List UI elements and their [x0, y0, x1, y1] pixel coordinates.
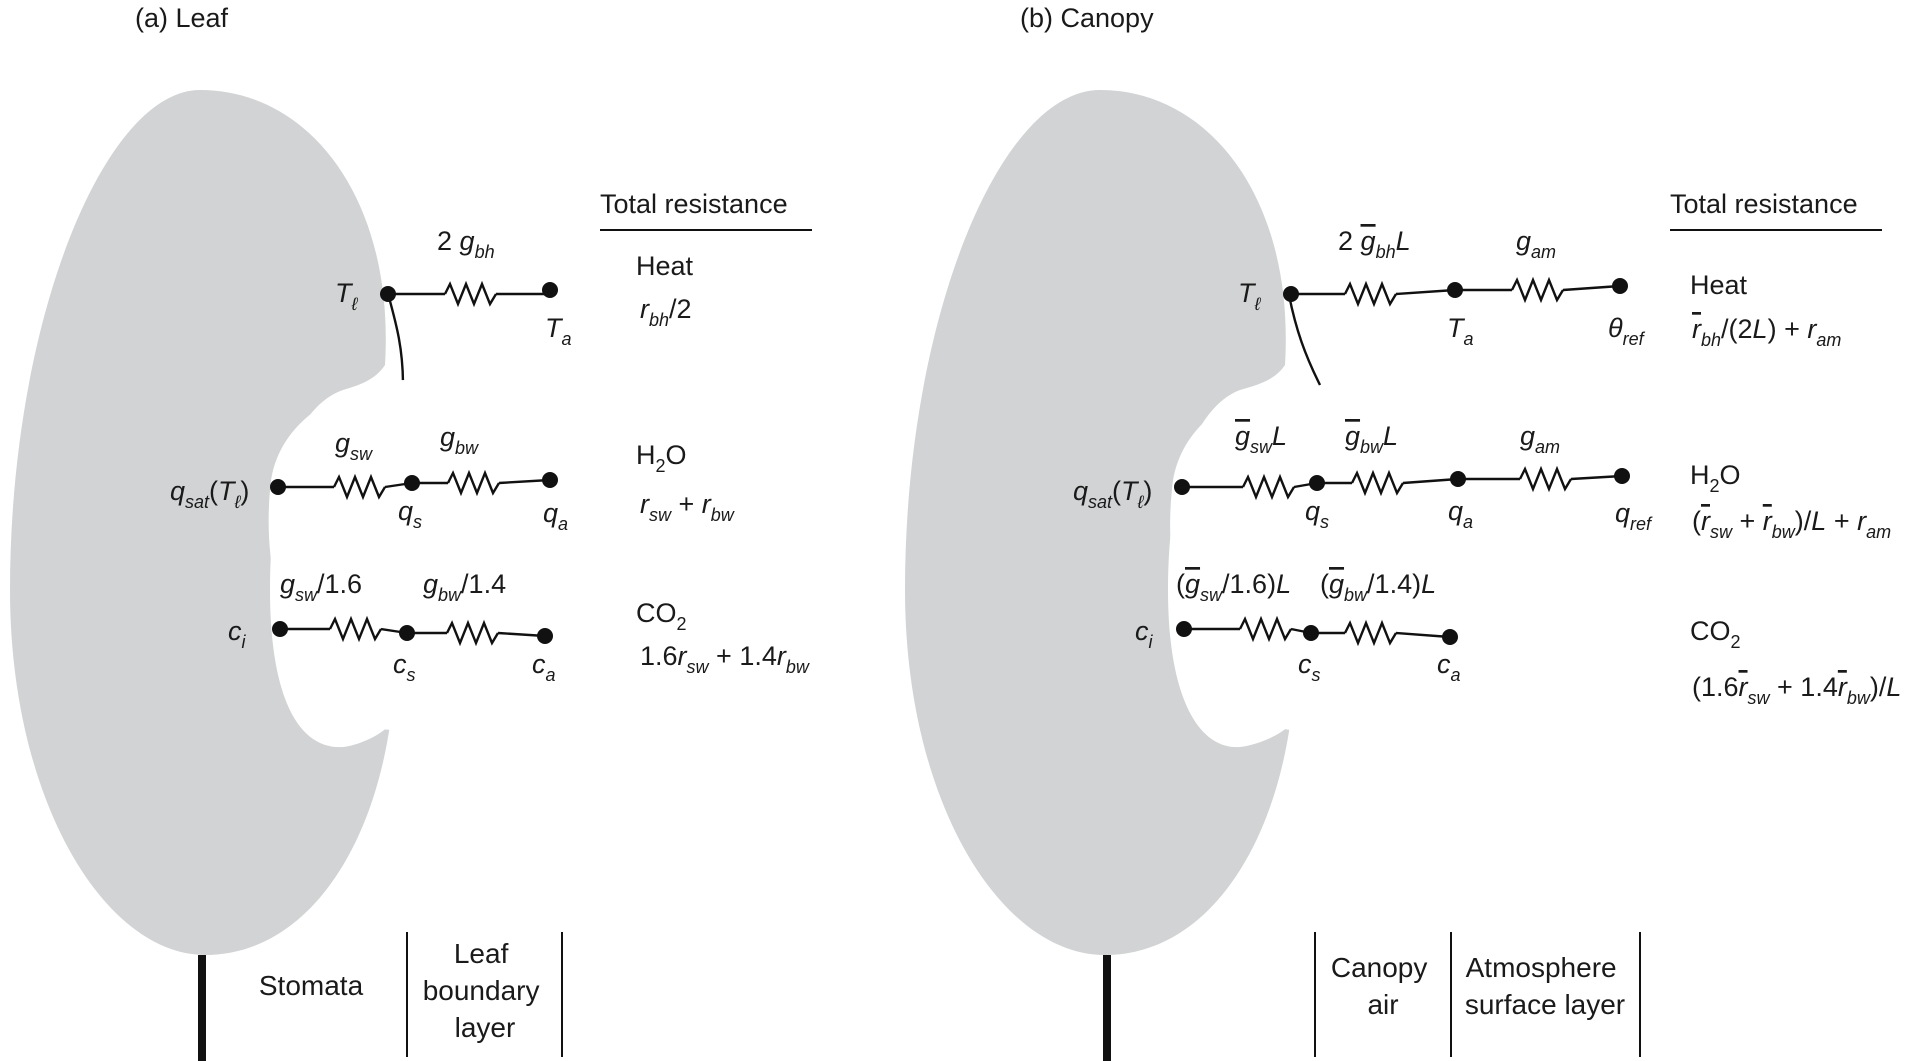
leaf-h2o-formula: rsw + rbw — [640, 489, 735, 525]
label-q-ref: qref — [1615, 498, 1653, 534]
zone-stomata: Stomata — [259, 970, 364, 1001]
leaf-panel-title: (a) Leaf — [135, 3, 229, 33]
canopy-panel-title: (b) Canopy — [1020, 3, 1154, 33]
label-qa: qa — [543, 498, 568, 534]
zone-leaf-boundary-layer: Leaf boundary layer — [423, 938, 548, 1043]
panel-canopy: (b) Canopy Tℓ Ta θref 2 gbhL gam — [905, 3, 1901, 1061]
canopy-edge-line — [1287, 294, 1322, 386]
node-qsat — [270, 479, 286, 495]
node-ca — [537, 628, 553, 644]
node-canopy-qa — [1450, 471, 1466, 487]
node-theta-ref — [1612, 278, 1628, 294]
leaf-edge-line — [385, 289, 405, 386]
canopy-co2-circuit: ci cs ca (gsw/1.6)L (gbw/1.4)L — [1135, 569, 1461, 685]
label-gswL: gswL — [1235, 421, 1287, 457]
leaf-co2-label: CO2 — [636, 598, 687, 634]
canopy-h2o-label: H2O — [1690, 460, 1741, 496]
label-gsw-1.6: gsw/1.6 — [280, 569, 362, 605]
leaf-co2-circuit: ci cs ca gsw/1.6 gbw/1.4 — [228, 569, 556, 685]
panel-leaf: (a) Leaf Tℓ Ta 2 gbh — [10, 3, 812, 1061]
leaf-heat-formula: rbh/2 — [640, 294, 692, 330]
label-2gbhL: 2 gbhL — [1338, 226, 1411, 262]
canopy-cavity — [1170, 380, 1312, 730]
leaf-total-resistance: Total resistance Heat rbh/2 H2O rsw + rb… — [600, 189, 812, 677]
label-canopy-ca: ca — [1437, 649, 1461, 685]
canopy-heat-label: Heat — [1690, 270, 1748, 300]
canopy-shape — [905, 90, 1290, 955]
resistor-gsw16L — [1238, 615, 1293, 643]
leaf-h2o-label: H2O — [636, 440, 687, 476]
label-theta-ref: θref — [1608, 313, 1646, 349]
node-ci — [272, 621, 288, 637]
leaf-petiole — [198, 955, 206, 1061]
node-cs — [399, 625, 415, 641]
node-canopy-qsat — [1174, 479, 1190, 495]
canopy-heat-formula: rbh/(2L) + ram — [1692, 314, 1841, 350]
resistor-gam-h2o — [1518, 465, 1573, 493]
resistor-gbw14L — [1343, 619, 1398, 647]
label-gbw14L: (gbw/1.4)L — [1320, 569, 1436, 605]
label-gam-heat: gam — [1516, 226, 1556, 262]
node-air-temperature — [542, 282, 558, 298]
label-gam-h2o: gam — [1520, 421, 1560, 457]
canopy-heat-circuit: Tℓ Ta θref 2 gbhL gam — [1238, 226, 1646, 349]
resistor-gam-heat — [1510, 276, 1565, 304]
label-2gbh: 2 gbh — [437, 226, 495, 262]
resistor-gbw — [446, 469, 501, 497]
node-canopy-T-a — [1447, 282, 1463, 298]
resistor-2gbhL — [1343, 280, 1398, 308]
label-gbw: gbw — [440, 422, 479, 458]
label-gbwL: gbwL — [1345, 421, 1398, 457]
leaf-heat-label: Heat — [636, 251, 694, 281]
canopy-total-resistance: Total resistance Heat rbh/(2L) + ram H2O… — [1670, 189, 1901, 708]
label-T-a: Ta — [545, 313, 572, 349]
node-qs — [404, 475, 420, 491]
leaf-shape — [10, 90, 390, 955]
canopy-h2o-formula: (rsw + rbw)/L + ram — [1692, 506, 1891, 542]
zone-atmosphere-surface-layer: Atmosphere surface layer — [1465, 952, 1625, 1020]
node-qa — [542, 472, 558, 488]
node-leaf-temperature — [380, 286, 396, 302]
canopy-stem — [1103, 955, 1111, 1061]
resistor-gsw — [332, 473, 387, 501]
resistor-gbwL — [1350, 469, 1405, 497]
resistor-gbw-1.4 — [445, 619, 500, 647]
node-canopy-cs — [1303, 625, 1319, 641]
label-canopy-T-a: Ta — [1447, 313, 1474, 349]
stomatal-cavity — [268, 380, 410, 730]
label-canopy-qa: qa — [1448, 496, 1473, 532]
node-canopy-ci — [1176, 621, 1192, 637]
node-q-ref — [1614, 468, 1630, 484]
resistor-2gbh — [443, 280, 498, 308]
canopy-total-header: Total resistance — [1670, 189, 1858, 219]
node-canopy-qs — [1309, 475, 1325, 491]
label-gbw-1.4: gbw/1.4 — [423, 569, 506, 605]
node-canopy-ca — [1442, 629, 1458, 645]
leaf-co2-formula: 1.6rsw + 1.4rbw — [640, 641, 810, 677]
resistor-gswL — [1241, 473, 1296, 501]
resistor-gsw-1.6 — [328, 615, 383, 643]
label-ca: ca — [532, 649, 556, 685]
canopy-co2-label: CO2 — [1690, 616, 1741, 652]
canopy-co2-formula: (1.6rsw + 1.4rbw)/L — [1692, 672, 1901, 708]
leaf-total-header: Total resistance — [600, 189, 788, 219]
zone-canopy-air: Canopy air — [1331, 952, 1435, 1020]
node-canopy-T-leaf — [1283, 286, 1299, 302]
